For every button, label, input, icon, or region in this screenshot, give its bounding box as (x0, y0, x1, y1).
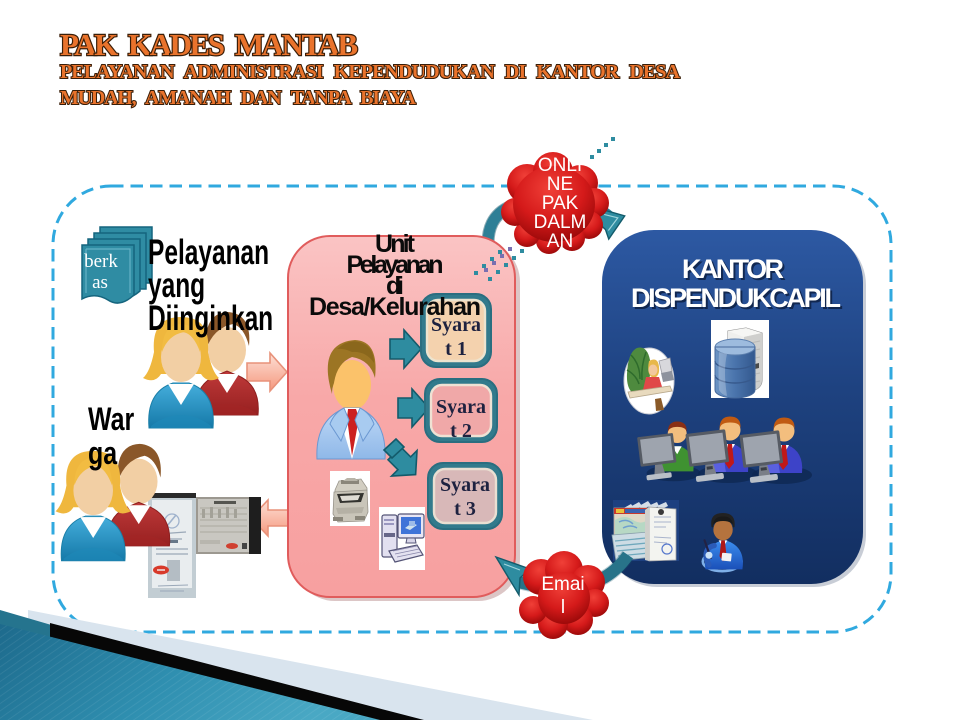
svg-text:AN: AN (547, 231, 573, 252)
svg-text:KANTOR: KANTOR (684, 256, 786, 286)
svg-text:PAK: PAK (542, 193, 579, 214)
svg-text:Syara: Syara (436, 396, 486, 418)
svg-text:t 2: t 2 (450, 420, 472, 442)
svg-text:PELAYANAN ADMINISTRASI KEPENDU: PELAYANAN ADMINISTRASI KEPENDUDUKAN DI K… (60, 61, 681, 83)
svg-text:Desa/Kelurahan: Desa/Kelurahan (309, 293, 481, 321)
svg-text:as: as (92, 272, 108, 293)
svg-text:NE: NE (547, 174, 573, 195)
svg-text:berk: berk (84, 251, 118, 272)
svg-text:KANTOR: KANTOR (682, 254, 784, 284)
svg-text:Pelayanan: Pelayanan (148, 234, 269, 272)
svg-text:Syara: Syara (431, 314, 481, 336)
svg-text:Unit: Unit (375, 230, 416, 258)
svg-text:DISPENDUKCAPIL: DISPENDUKCAPIL (631, 283, 841, 313)
svg-text:t 1: t 1 (445, 338, 467, 360)
svg-text:yang: yang (148, 267, 205, 305)
svg-text:t 3: t 3 (454, 498, 476, 520)
svg-text:Syara: Syara (440, 474, 490, 496)
svg-text:Emai: Emai (541, 574, 584, 595)
svg-text:di: di (386, 272, 404, 300)
svg-text:PAK KADES MANTAB: PAK KADES MANTAB (60, 27, 358, 62)
svg-text:War: War (88, 402, 134, 438)
svg-text:DALM: DALM (534, 212, 587, 233)
svg-text:ONLI: ONLI (538, 155, 582, 176)
svg-text:l: l (561, 597, 565, 618)
svg-text:Pelayanan: Pelayanan (347, 251, 444, 279)
svg-text:ga: ga (88, 436, 118, 472)
svg-text:Diinginkan: Diinginkan (148, 300, 273, 338)
svg-text:DISPENDUKCAPIL: DISPENDUKCAPIL (633, 285, 843, 315)
svg-text:MUDAH, AMANAH DAN TANPA BIAYA: MUDAH, AMANAH DAN TANPA BIAYA (60, 87, 417, 109)
